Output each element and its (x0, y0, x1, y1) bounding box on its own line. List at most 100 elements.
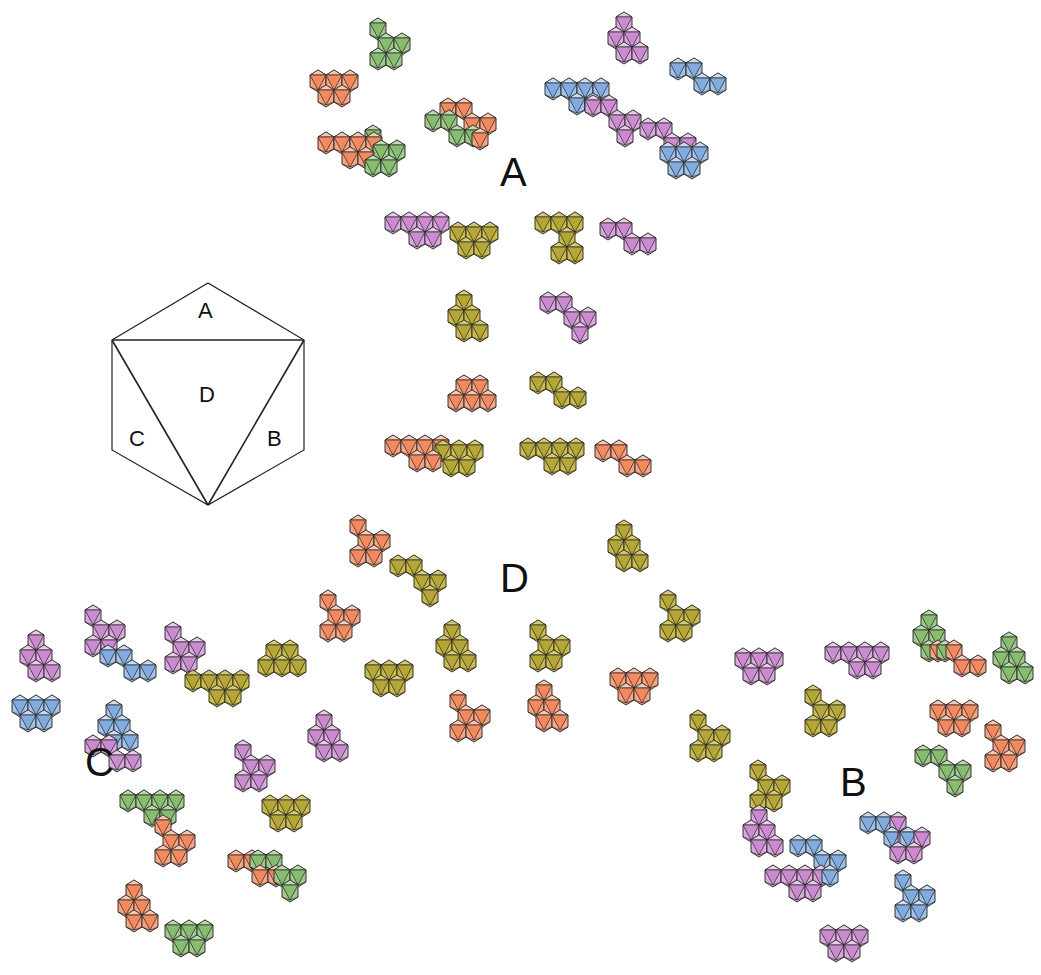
octahedron-unit (286, 810, 302, 832)
unit-top-facet (179, 830, 195, 835)
unit-front-facet (173, 940, 189, 955)
octahedron-unit (640, 233, 656, 255)
octahedron-unit (20, 710, 36, 732)
unit-front-facet (985, 755, 1001, 770)
unit-edge (1001, 679, 1017, 682)
unit-edge (618, 700, 634, 703)
octahedron-unit (282, 880, 298, 902)
unit-body (286, 810, 302, 832)
unit-top-facet (114, 715, 130, 720)
group-letter: B (840, 762, 867, 802)
unit-front-facet (385, 217, 401, 232)
unit-body (1001, 662, 1017, 684)
unit-top-facet (406, 555, 422, 560)
unit-front-facet (44, 665, 60, 680)
unit-top-facet (109, 620, 125, 625)
unit-top-facet (118, 895, 134, 900)
unit-top-facet (370, 48, 386, 53)
unit-body (585, 95, 601, 117)
unit-edge (225, 702, 241, 705)
unit-top-facet (350, 515, 366, 520)
unit-body (342, 147, 358, 169)
unit-top-facet (326, 70, 342, 75)
unit-top-facet (450, 720, 466, 725)
unit-top-facet (970, 655, 986, 660)
unit-edge (546, 667, 562, 670)
octahedron-unit (381, 155, 397, 177)
unit-front-facet (165, 657, 181, 672)
octahedron-unit (332, 740, 348, 762)
octahedron-unit (530, 372, 546, 394)
octahedron-unit (228, 850, 244, 872)
unit-body (125, 750, 141, 772)
unit-edge (385, 452, 401, 455)
unit-front-facet (251, 775, 267, 790)
unit-body (617, 125, 633, 147)
unit-front-facet (624, 238, 640, 253)
unit-top-facet (386, 48, 402, 53)
octahedron-unit (536, 710, 552, 732)
unit-body (535, 212, 551, 234)
unit-top-facet (414, 570, 430, 575)
octahedron-unit (185, 670, 201, 692)
unit-top-facet (290, 865, 306, 870)
unit-edge (480, 407, 496, 410)
unit-edge (970, 672, 986, 675)
unit-edge (189, 952, 205, 955)
unit-top-facet (209, 685, 225, 690)
unit-top-facet (252, 865, 268, 870)
octahedron-unit (640, 118, 656, 140)
unit-front-facet (821, 720, 837, 735)
unit-body (120, 790, 136, 812)
octahedron-unit (954, 715, 970, 737)
unit-body (173, 935, 189, 957)
unit-top-facet (743, 820, 759, 825)
octahedron-unit (911, 900, 927, 922)
unit-top-facet (409, 227, 425, 232)
unit-top-facet (765, 865, 781, 870)
unit-top-facet (914, 827, 930, 832)
unit-top-facet (467, 440, 483, 445)
unit-front-facet (140, 665, 156, 680)
unit-body (365, 155, 381, 177)
unit-top-facet (282, 640, 298, 645)
unit-top-facet (844, 940, 860, 945)
unit-body (619, 455, 635, 477)
unit-body (954, 655, 970, 677)
unit-front-facet (448, 395, 464, 410)
octahedron-unit (320, 620, 336, 642)
unit-top-facet (530, 372, 546, 377)
unit-body (235, 770, 251, 792)
unit-top-facet (616, 12, 632, 17)
unit-top-facet (381, 660, 397, 665)
unit-body (595, 440, 611, 462)
octahedron-unit (318, 132, 334, 154)
unit-edge (822, 882, 838, 885)
unit-edge (849, 674, 865, 677)
unit-front-facet (100, 650, 116, 665)
unit-edge (365, 172, 381, 175)
octahedron-unit (472, 320, 488, 342)
unit-body (126, 910, 142, 932)
unit-top-facet (472, 375, 488, 380)
unit-edge (632, 567, 648, 570)
octahedron-unit (125, 750, 141, 772)
octahedron-unit (676, 620, 692, 642)
unit-top-facet (308, 725, 324, 730)
unit-top-facet (320, 620, 336, 625)
unit-body (540, 292, 556, 314)
unit-top-facet (262, 795, 278, 800)
unit-front-facet (915, 750, 931, 765)
unit-top-facet (822, 865, 838, 870)
unit-top-facet (358, 530, 374, 535)
unit-edge (381, 172, 397, 175)
unit-front-facet (635, 460, 651, 475)
unit-edge (790, 852, 806, 855)
unit-edge (318, 149, 334, 152)
unit-body (444, 650, 460, 672)
octahedron-unit (616, 42, 632, 64)
unit-body (765, 865, 781, 887)
unit-front-facet (805, 720, 821, 735)
unit-edge (370, 65, 386, 68)
unit-top-facet (536, 438, 552, 443)
